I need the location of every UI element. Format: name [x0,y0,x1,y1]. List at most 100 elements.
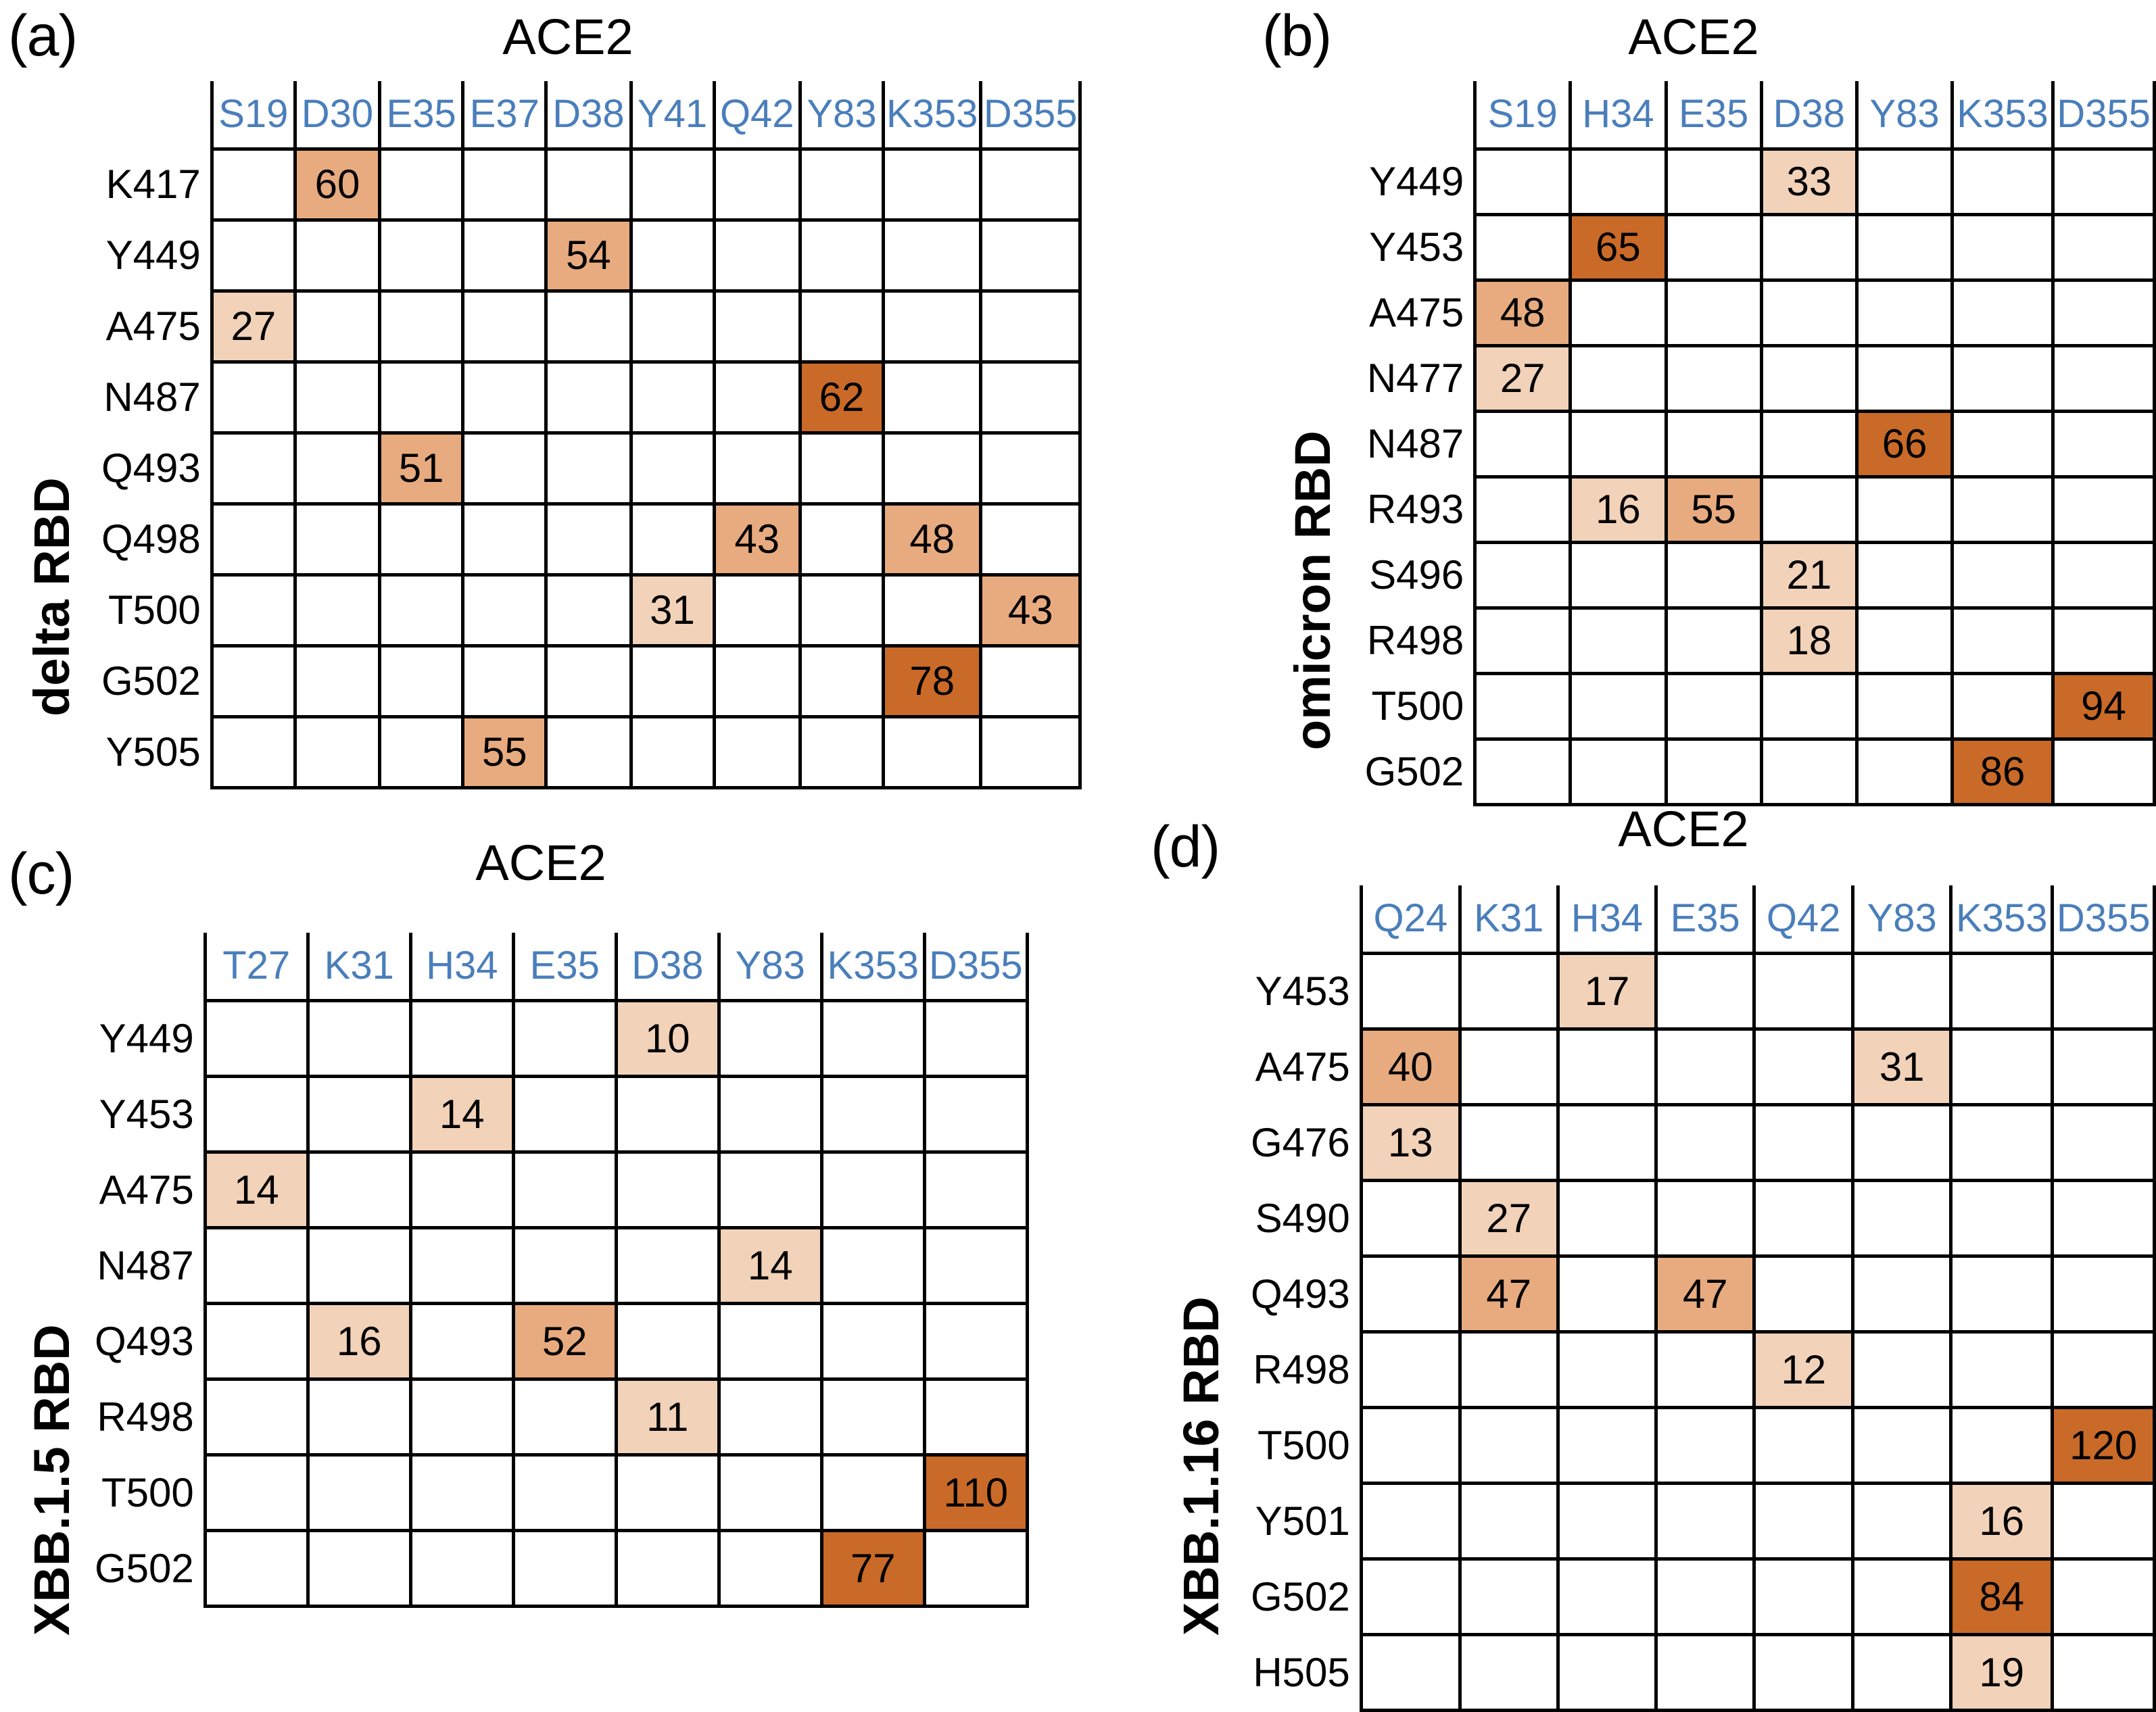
panel-a-cell-q493-s19[interactable] [210,431,297,506]
panel-b-cell-g502-h34[interactable] [1568,737,1668,806]
panel-d-cell-y453-k31[interactable] [1458,951,1560,1031]
panel-d-cell-a475-k353[interactable] [1949,1027,2055,1106]
panel-b-cell-y449-y83[interactable] [1855,147,1954,216]
panel-c-cell-a475-d38[interactable] [614,1150,721,1229]
panel-b-column-header-h34[interactable]: H34 [1568,81,1668,149]
panel-c-cell-y449-h34[interactable] [408,998,515,1078]
panel-a-cell-a475-y83[interactable] [798,289,886,364]
panel-d-cell-t500-h34[interactable] [1556,1405,1658,1485]
panel-a-cell-q498-k353[interactable]: 48 [882,502,983,577]
panel-c-cell-t500-t27[interactable] [203,1452,310,1532]
panel-d-cell-g476-k353[interactable] [1949,1102,2055,1182]
panel-c-cell-q493-d38[interactable] [614,1301,721,1381]
panel-a-cell-t500-s19[interactable] [210,572,297,647]
panel-d-cell-h505-q24[interactable] [1359,1632,1462,1712]
panel-c-cell-r498-h34[interactable] [408,1377,515,1457]
panel-d-column-header-q24[interactable]: Q24 [1359,885,1462,953]
panel-a-cell-g502-e35[interactable] [378,643,465,718]
panel-a-cell-y505-d38[interactable] [544,714,633,789]
panel-b-cell-r498-h34[interactable] [1568,606,1668,675]
panel-d-cell-g476-h34[interactable] [1556,1102,1658,1182]
panel-d-cell-h505-k31[interactable] [1458,1632,1560,1712]
panel-a-column-header-d30[interactable]: D30 [293,81,382,149]
panel-a-cell-t500-d38[interactable] [544,572,633,647]
panel-d-cell-y501-k353[interactable]: 16 [1949,1481,2055,1561]
panel-c-row-label-q493[interactable]: Q493 [95,1318,194,1364]
panel-b-cell-n477-h34[interactable] [1568,343,1668,413]
panel-b-cell-a475-h34[interactable] [1568,278,1668,347]
panel-b-row-label-g502[interactable]: G502 [1364,749,1464,794]
panel-d-cell-y501-q42[interactable] [1752,1481,1855,1561]
panel-b-cell-a475-d38[interactable] [1759,278,1859,347]
panel-c-row-label-y453[interactable]: Y453 [99,1091,194,1137]
panel-b-cell-a475-y83[interactable] [1855,278,1954,347]
panel-b-cell-t500-s19[interactable] [1473,671,1573,741]
panel-b-row-label-r493[interactable]: R493 [1366,487,1464,532]
panel-b-cell-a475-d355[interactable] [2051,278,2156,347]
panel-c-cell-a475-y83[interactable] [717,1150,823,1229]
panel-a-row-label-q493[interactable]: Q493 [101,445,201,491]
panel-c-cell-y453-y83[interactable] [717,1074,823,1154]
panel-a-cell-t500-e35[interactable] [378,572,465,647]
panel-a-cell-k417-d355[interactable] [979,147,1082,222]
panel-b-cell-r498-y83[interactable] [1855,606,1954,675]
panel-c-column-header-k31[interactable]: K31 [306,933,412,1000]
panel-a-cell-n487-k353[interactable] [882,360,983,435]
panel-d-row-label-y453[interactable]: Y453 [1255,968,1350,1014]
panel-d-cell-q493-y83[interactable] [1851,1254,1953,1334]
panel-b-cell-n487-s19[interactable] [1473,409,1573,479]
panel-c-row-label-n487[interactable]: N487 [97,1242,194,1288]
panel-c-cell-r498-d38[interactable]: 11 [614,1377,721,1457]
panel-a-column-header-e35[interactable]: E35 [378,81,465,149]
panel-b-cell-n487-d355[interactable] [2051,409,2156,479]
panel-a-row-label-k417[interactable]: K417 [105,162,201,207]
panel-d-cell-r498-h34[interactable] [1556,1329,1658,1409]
panel-d-cell-h505-d355[interactable] [2051,1632,2156,1712]
panel-d-cell-y501-k31[interactable] [1458,1481,1560,1561]
panel-d-cell-s490-k31[interactable]: 27 [1458,1178,1560,1258]
panel-c-cell-y453-k353[interactable] [819,1074,926,1154]
panel-d-cell-h505-q42[interactable] [1752,1632,1855,1712]
panel-c-row-label-g502[interactable]: G502 [95,1545,194,1591]
panel-c-row-label-y449[interactable]: Y449 [99,1015,194,1061]
panel-b-cell-a475-k353[interactable] [1950,278,2055,347]
panel-c-cell-y449-k31[interactable] [306,998,412,1078]
panel-c-cell-g502-k353[interactable]: 77 [819,1528,926,1608]
panel-b-cell-y453-d38[interactable] [1759,212,1859,282]
panel-d-cell-a475-h34[interactable] [1556,1027,1658,1106]
panel-c-cell-r498-k31[interactable] [306,1377,412,1457]
panel-d-cell-r498-y83[interactable] [1851,1329,1953,1409]
panel-b-cell-n477-s19[interactable]: 27 [1473,343,1573,413]
panel-b-cell-g502-k353[interactable]: 86 [1950,737,2055,806]
panel-d-row-label-g476[interactable]: G476 [1251,1119,1350,1165]
panel-b-cell-a475-s19[interactable]: 48 [1473,278,1573,347]
panel-d-cell-s490-k353[interactable] [1949,1178,2055,1258]
panel-c-cell-g502-y83[interactable] [717,1528,823,1608]
panel-a-cell-y505-e37[interactable]: 55 [461,714,548,789]
panel-b-cell-r493-y83[interactable] [1855,474,1954,544]
panel-a-cell-t500-d355[interactable]: 43 [979,572,1082,647]
panel-c-cell-a475-k31[interactable] [306,1150,412,1229]
panel-a-cell-y449-d355[interactable] [979,218,1082,293]
panel-a-cell-n487-d38[interactable] [544,360,633,435]
panel-c-cell-g502-k31[interactable] [306,1528,412,1608]
panel-b-row-label-n477[interactable]: N477 [1366,356,1464,401]
panel-d-cell-t500-k31[interactable] [1458,1405,1560,1485]
panel-d-cell-q493-k31[interactable]: 47 [1458,1254,1560,1334]
panel-b-row-label-a475[interactable]: A475 [1369,290,1464,335]
panel-a-cell-g502-k353[interactable]: 78 [882,643,983,718]
panel-b-cell-r493-s19[interactable] [1473,474,1573,544]
panel-a-cell-a475-d355[interactable] [979,289,1082,364]
panel-d-cell-a475-q24[interactable]: 40 [1359,1027,1462,1106]
panel-b-column-header-y83[interactable]: Y83 [1855,81,1954,149]
panel-d-cell-g476-k31[interactable] [1458,1102,1560,1182]
panel-d-cell-q493-q42[interactable] [1752,1254,1855,1334]
panel-d-cell-t500-y83[interactable] [1851,1405,1953,1485]
panel-a-cell-k417-d38[interactable] [544,147,633,222]
panel-c-cell-y453-d38[interactable] [614,1074,721,1154]
panel-d-cell-y453-y83[interactable] [1851,951,1953,1031]
panel-b-cell-n477-e35[interactable] [1664,343,1763,413]
panel-d-cell-t500-d355[interactable]: 120 [2051,1405,2156,1485]
panel-b-cell-g502-s19[interactable] [1473,737,1573,806]
panel-c-cell-y449-d38[interactable]: 10 [614,998,721,1078]
